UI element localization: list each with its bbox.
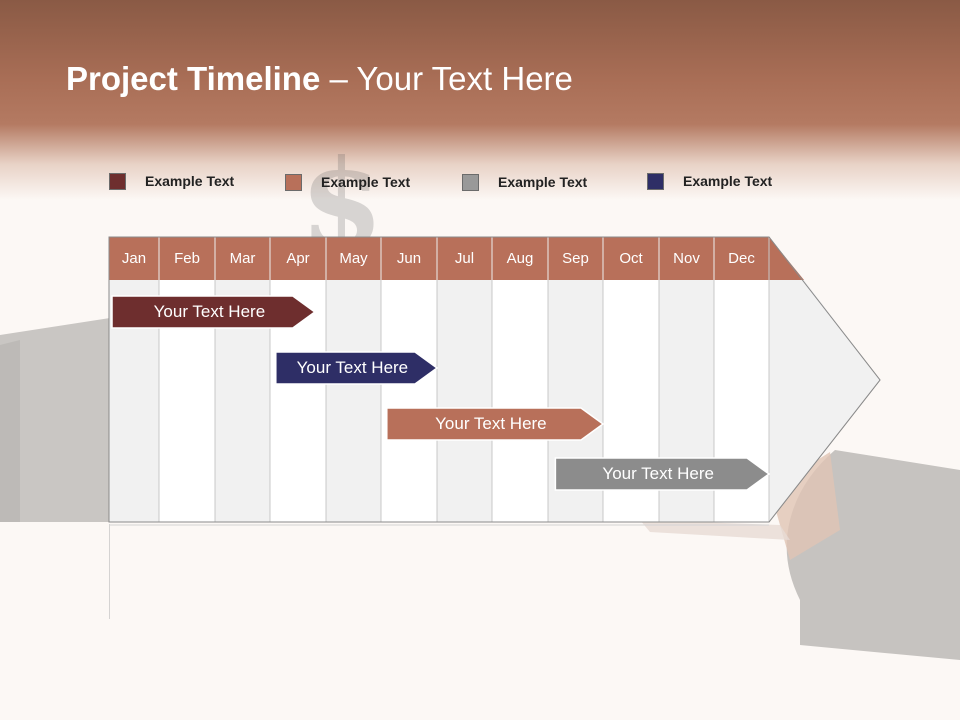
month-label-jul: Jul [454, 250, 475, 267]
task-bar-label-4: Your Text Here [602, 464, 714, 483]
month-column-may [326, 280, 381, 522]
left-hand-shape [0, 318, 110, 522]
task-bar-2 [275, 351, 439, 385]
month-label-jun: Jun [396, 250, 422, 267]
legend-item-2: Example Text [285, 172, 410, 192]
timeline-arrow-tip [769, 280, 880, 522]
title-rest: – Your Text Here [320, 60, 573, 97]
legend-label-2: Example Text [321, 174, 411, 190]
legend-label-3: Example Text [498, 174, 588, 190]
month-label-feb: Feb [174, 250, 200, 267]
legend-item-4: Example Text [647, 171, 772, 191]
legend-item-1: Example Text [109, 171, 234, 191]
task-bar-1 [111, 295, 317, 329]
month-label-oct: Oct [619, 250, 643, 267]
legend-swatch-1 [109, 172, 126, 190]
month-label-sep: Sep [562, 250, 589, 267]
month-label-mar: Mar [229, 250, 256, 267]
task-bar-3 [386, 407, 605, 441]
task-bar-label-2: Your Text Here [296, 358, 409, 377]
task-bar-4 [554, 457, 771, 491]
task-bar-label-1: Your Text Here [153, 302, 266, 321]
timeline-arrow-outline [108, 236, 881, 523]
month-label-jan: Jan [121, 250, 147, 267]
month-label-aug: Aug [506, 250, 534, 267]
legend-swatch-4 [647, 172, 664, 190]
page-title: Project Timeline – Your Text Here [66, 60, 573, 98]
title-bold: Project Timeline [66, 60, 321, 97]
month-label-nov: Nov [673, 250, 700, 267]
legend-item-3: Example Text [462, 172, 587, 192]
month-label-apr: Apr [286, 250, 310, 267]
title-banner [0, 0, 960, 200]
task-bar-label-3: Your Text Here [435, 414, 547, 433]
month-label-may: May [339, 250, 368, 267]
legend-swatch-2 [285, 173, 302, 191]
timeline-reflection-edge [109, 524, 110, 619]
legend-label-1: Example Text [145, 173, 235, 189]
legend-swatch-3 [462, 173, 479, 191]
month-label-dec: Dec [728, 250, 755, 267]
month-column-jul [437, 280, 492, 522]
legend-label-4: Example Text [683, 173, 773, 189]
